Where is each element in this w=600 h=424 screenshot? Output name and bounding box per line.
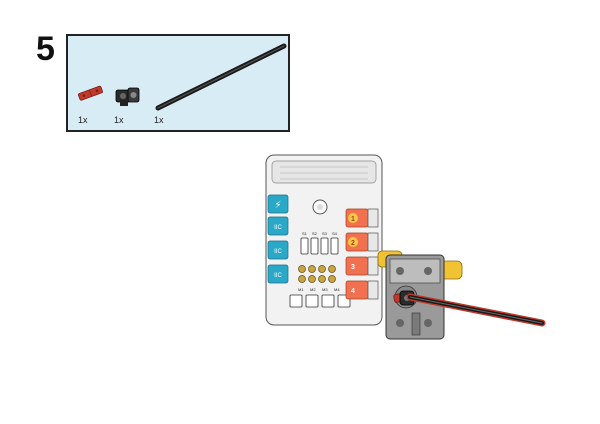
part-qty: 1x [78,115,88,125]
motor-terminals: M1 M2 M3 M4 [298,265,340,292]
port-number: 4 [351,288,355,295]
motor-label: M3 [322,287,328,292]
port-number: 3 [351,264,355,271]
part-qty: 1x [154,115,164,125]
motor-label: M2 [310,287,316,292]
part-qty: 1x [114,115,124,125]
motor-label: M1 [298,287,304,292]
servo-label: S4 [332,231,338,236]
black-axle-icon [406,293,546,327]
port-label: IIC [274,273,282,279]
servo-label: S1 [302,231,308,236]
port-label: IIC [274,249,282,255]
port-label: IIC [274,225,282,231]
servo-label: S2 [312,231,318,236]
black-axle-icon [155,43,287,111]
assembly-illustration: ⚡ IIC IIC IIC S1 S2 S3 S4 M1 [265,154,546,340]
parts-illustration [78,43,287,111]
red-connector-pin-icon [78,85,103,101]
servo-header: S1 S2 S3 S4 [300,231,339,255]
black-angle-connector-icon [115,87,140,106]
lightning-icon: ⚡ [274,200,281,211]
controller-board: ⚡ IIC IIC IIC S1 S2 S3 S4 M1 [265,154,383,326]
parts-callout: 1x 1x 1x [66,34,290,132]
port-number: 2 [351,240,355,247]
servo-label: S3 [322,231,328,236]
motor-label: M4 [334,287,340,292]
step-number: 5 [36,30,55,68]
port-number: 1 [351,216,355,223]
